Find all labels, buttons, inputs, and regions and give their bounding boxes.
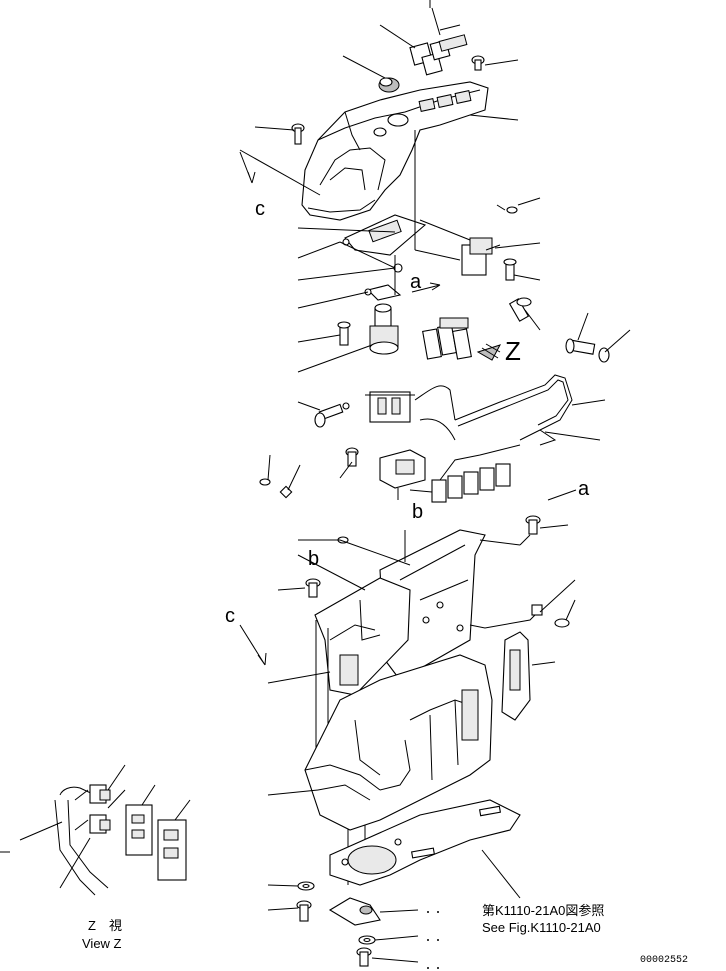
key-switch: [369, 303, 399, 355]
leader-lines-base: [267, 884, 439, 969]
wire-harness: [414, 374, 573, 446]
label-c-left: c: [225, 605, 235, 627]
bolt-right-lower: [525, 515, 569, 535]
screw-left-upper: [337, 321, 351, 346]
label-c-top: c: [255, 198, 265, 220]
leader-lower-housing: [267, 789, 319, 796]
arrow-c-top: [239, 151, 256, 184]
arrow-b-mid: [409, 489, 433, 493]
reference-english: See Fig.K1110-21A0: [482, 920, 601, 935]
reference-japanese: 第K1110-21A0図参照: [482, 903, 604, 918]
label-b-mid: b: [412, 501, 423, 523]
bolt-upper-right: [508, 297, 532, 322]
arrow-z-hatch: [481, 343, 501, 359]
base-plate: [329, 799, 521, 886]
left-top-screw: [291, 123, 305, 145]
leader-lines-mid: [267, 309, 631, 500]
top-console-cover: [301, 81, 489, 221]
washer-lower: [297, 881, 376, 945]
view-z-japanese: Z 視: [88, 918, 122, 933]
relay-right: [461, 237, 501, 276]
bolts-lower: [296, 900, 372, 967]
leader-lines-top: [239, 0, 519, 196]
upper-plate: [342, 214, 427, 273]
small-bracket: [364, 284, 402, 301]
arrow-a-right: [547, 489, 577, 501]
bolt-mid-left: [314, 402, 350, 428]
harness-bracket: [365, 391, 415, 423]
label-a-mid: a: [410, 271, 422, 293]
relay-box: [379, 449, 426, 489]
connector-row: [431, 444, 521, 503]
knob: [378, 77, 400, 93]
label-b-left: b: [308, 548, 319, 570]
top-screw: [471, 55, 485, 71]
leader-lines-lower: [267, 530, 576, 684]
side-cover: [501, 631, 556, 721]
label-a-right: a: [578, 478, 590, 500]
leader-lines-upper-left: [297, 197, 541, 373]
reference-leader: [481, 849, 521, 899]
arrow-a-mid: [411, 282, 441, 293]
screw-right-upper: [496, 204, 518, 214]
bolt-far-right: [565, 338, 610, 363]
top-switch-cluster: [409, 24, 468, 76]
screw-right-mid: [503, 258, 517, 281]
base-bracket: [328, 897, 381, 926]
connection-lines-upper: [394, 130, 471, 295]
label-z: Z: [505, 336, 521, 366]
connector-block: [422, 317, 472, 360]
drawing-number: 00002552: [640, 955, 688, 966]
arrow-c-left: [239, 624, 267, 666]
side-bracket: [314, 577, 411, 696]
wire-small: [469, 604, 570, 629]
bottom-housing: [304, 654, 493, 831]
view-z-inset: [0, 764, 191, 896]
view-z-english: View Z: [82, 936, 122, 951]
